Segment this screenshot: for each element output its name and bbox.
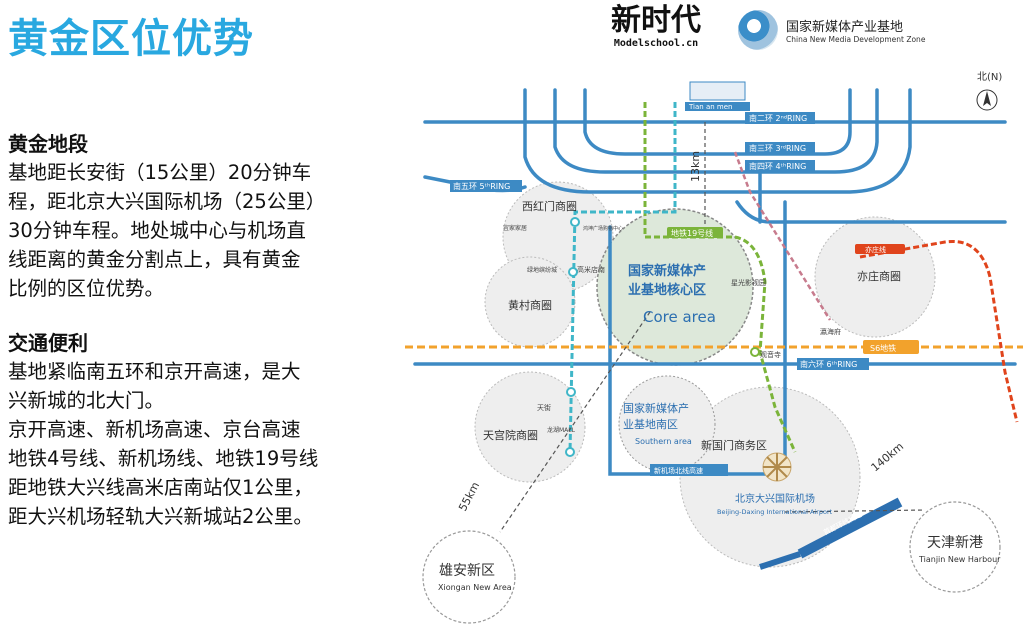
poi-hongkun: 鸿坤广场购物中心 (583, 225, 623, 232)
page-title: 黄金区位优势 (8, 16, 254, 62)
paragraph-line: 地铁4号线、新机场线、地铁19号线 (8, 447, 319, 470)
paragraph-line: 距大兴机场轻轨大兴新城站2公里。 (8, 505, 313, 528)
xiongan-label-en: Xiongan New Area (438, 583, 512, 592)
section-heading-transport: 交通便利 (8, 331, 88, 355)
s6-label: S6地铁 (870, 343, 896, 353)
poi-yinghai: 瀛海府 (820, 327, 841, 336)
xinshidai-logo: 新时代 Modelschool.cn (602, 3, 710, 50)
tianjin-label-cn: 天津新港 (927, 535, 983, 551)
xiongan-label-cn: 雄安新区 (439, 563, 495, 579)
section-heading-location: 黄金地段 (8, 132, 88, 156)
ring6-label: 南六环 6ᵗʰRING (800, 359, 857, 369)
ring2-label: 南二环 2ⁿᵈRING (749, 113, 807, 123)
paragraph-line: 基地紧临南五环和京开高速，是大 (8, 360, 301, 383)
media-zone-name-en: China New Media Development Zone (786, 35, 926, 44)
poi-guanyinsi: 观音寺 (760, 350, 781, 359)
paragraph-line: 京开高速、新机场高速、京台高速 (8, 418, 301, 441)
tianjin-circle (909, 501, 1001, 593)
text-column: 黄金地段 基地距长安街（15公里）20分钟车 程，距北京大兴国际机场（25公里）… (8, 130, 378, 531)
metro19-label: 地铁19号线 (671, 228, 713, 238)
paragraph-line: 比例的区位优势。 (8, 277, 165, 300)
ring3-label: 南三环 3ʳᵈRING (749, 143, 806, 153)
poi-ikea: 宜家家居 (503, 224, 527, 232)
airport-label-en: Beijing-Daxing International Airport (717, 508, 833, 516)
tiananmen-label: Tian an men (688, 103, 732, 111)
xihongmen-label: 西红门商圈 (522, 199, 577, 213)
paragraph-line: 线距离的黄金分割点上，具有黄金 (8, 248, 301, 271)
core-area-en: Core area (643, 308, 716, 326)
map-canvas: 南二环 2ⁿᵈRING 南三环 3ʳᵈRING 南四环 4ᵗʰRING 南五环 … (405, 71, 1023, 624)
north-label: 北(N) (977, 71, 1002, 83)
tiananmen-icon (689, 81, 746, 101)
paragraph-line: 兴新城的北大门。 (8, 389, 165, 412)
poi-gaomidian: 高米店南 (577, 265, 605, 274)
distance-55km: 55km (456, 480, 482, 514)
airport-express-line (733, 151, 832, 321)
airport-star-icon (762, 452, 792, 482)
paragraph-line: 基地距长安街（15公里）20分钟车 (8, 161, 312, 184)
airport-label-cn: 北京大兴国际机场 (735, 492, 815, 505)
huangcun-district (484, 256, 576, 348)
poi-tianjie: 天街 (537, 403, 551, 412)
southern-area-title-2: 业基地南区 (623, 418, 678, 431)
poi-xingguang: 星光影视园 (731, 278, 766, 287)
tianjin-label-en: Tianjin New Harbour (918, 555, 1001, 564)
media-zone-logo: 国家新媒体产业基地 China New Media Development Zo… (738, 10, 938, 54)
tiangongyuan-label: 天宫院商圈 (483, 428, 538, 442)
huangcun-label: 黄村商圈 (508, 298, 552, 312)
airport-expressway-label: 新机场北线高速 (654, 466, 703, 475)
location-map: 南二环 2ⁿᵈRING 南三环 3ʳᵈRING 南四环 4ᵗʰRING 南五环 … (405, 62, 1023, 624)
yizhuang-line-label: 亦庄线 (865, 245, 886, 254)
yizhuang-label: 亦庄商圈 (857, 269, 901, 283)
poi-longhu: 龙湖MALL (547, 426, 576, 434)
distance-140km: 140km (869, 440, 907, 474)
xinshidai-logo-text: 新时代 (611, 3, 701, 38)
paragraph-line: 30分钟车程。地处城中心与机场直 (8, 219, 306, 242)
media-zone-name-cn: 国家新媒体产业基地 (786, 20, 904, 35)
southern-area-circle (618, 375, 716, 473)
xiongan-circle (422, 530, 516, 624)
paragraph-line: 程，距北京大兴国际机场（25公里） (8, 190, 326, 213)
logo-site-text: Modelschool.cn (613, 38, 699, 49)
metro-line-19 (643, 102, 797, 453)
paragraph-line: 距地铁大兴线高米店南站仅1公里， (8, 476, 313, 499)
xinguomen-label: 新国门商务区 (701, 438, 767, 452)
poi-lvdi: 绿地缤纷城 (527, 266, 557, 274)
ring4-label: 南四环 4ᵗʰRING (749, 161, 806, 171)
core-area-title-1: 国家新媒体产 (628, 263, 706, 279)
media-zone-emblem-icon (738, 10, 778, 50)
metro-stations (565, 217, 580, 457)
distance-13km: 13km (689, 151, 702, 182)
ring-labels: 南二环 2ⁿᵈRING 南三环 3ʳᵈRING 南四环 4ᵗʰRING 南五环 … (450, 112, 869, 370)
core-area-title-2: 业基地核心区 (628, 282, 706, 298)
ring5-label: 南五环 5ᵗʰRING (453, 181, 510, 191)
daxing-metro-line (568, 102, 677, 453)
southern-area-en: Southern area (635, 437, 692, 446)
southern-area-title-1: 国家新媒体产 (623, 401, 689, 415)
yizhuang-line (859, 239, 1019, 423)
tiangongyuan-district (474, 371, 586, 483)
